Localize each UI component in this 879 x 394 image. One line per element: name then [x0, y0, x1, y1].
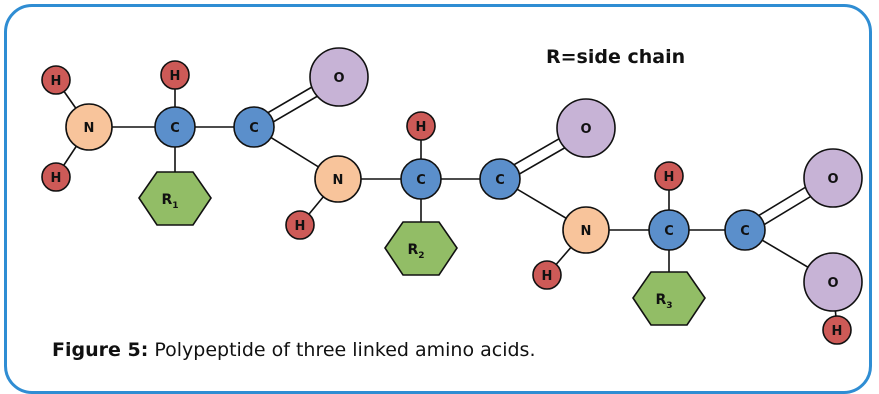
atom-c1: C: [154, 106, 196, 148]
side-chain-r1: R1: [138, 171, 212, 226]
atom-n3: N: [562, 206, 610, 254]
svg-text:O: O: [827, 172, 838, 187]
atom-o3: O: [803, 148, 863, 208]
svg-text:H: H: [832, 324, 843, 339]
svg-text:C: C: [664, 224, 674, 239]
atom-n1: N: [65, 103, 113, 151]
atom-o1: O: [309, 47, 369, 107]
hexagon-r1: [138, 171, 212, 226]
svg-text:C: C: [249, 121, 259, 136]
caption-label: Figure 5:: [52, 339, 149, 361]
side-chain-r3: R3: [632, 271, 706, 326]
side-chain-label-r1: R1: [161, 192, 178, 211]
atom-c3: C: [400, 158, 442, 200]
svg-text:N: N: [84, 121, 95, 136]
polypeptide-diagram: R1 R2 R3 H H N H C: [41, 47, 863, 345]
svg-text:H: H: [295, 219, 306, 234]
atom-h5: H: [406, 111, 436, 141]
atom-c4: C: [479, 158, 521, 200]
svg-text:O: O: [827, 276, 838, 291]
hexagon-r3: [632, 271, 706, 326]
side-chain-note: R=side chain: [546, 46, 686, 68]
svg-text:C: C: [495, 173, 505, 188]
svg-text:H: H: [664, 170, 675, 185]
atom-h4: H: [285, 210, 315, 240]
atoms: H H N H C C O N: [41, 47, 863, 345]
atom-o4: O: [803, 252, 863, 312]
svg-text:C: C: [170, 121, 180, 136]
svg-text:C: C: [416, 173, 426, 188]
side-chains: R1 R2 R3: [138, 171, 706, 326]
svg-text:H: H: [51, 171, 62, 186]
hexagon-r2: [384, 221, 458, 276]
svg-text:H: H: [416, 120, 427, 135]
caption-text: Polypeptide of three linked amino acids.: [154, 339, 536, 361]
atom-h1: H: [41, 65, 71, 95]
svg-text:O: O: [333, 71, 344, 86]
atom-c6: C: [724, 209, 766, 251]
atom-h6: H: [532, 260, 562, 290]
atom-c2: C: [233, 106, 275, 148]
atom-h3: H: [160, 60, 190, 90]
svg-text:H: H: [51, 74, 62, 89]
side-chain-label-r3: R3: [655, 292, 672, 311]
svg-text:H: H: [542, 269, 553, 284]
atom-h2: H: [41, 162, 71, 192]
svg-text:H: H: [170, 69, 181, 84]
svg-text:O: O: [580, 122, 591, 137]
side-chain-label-r2: R2: [407, 242, 424, 261]
figure-caption: Figure 5: Polypeptide of three linked am…: [52, 339, 536, 361]
svg-text:N: N: [333, 173, 344, 188]
atom-h8: H: [822, 315, 852, 345]
atom-n2: N: [314, 155, 362, 203]
svg-text:N: N: [581, 224, 592, 239]
atom-o2: O: [556, 98, 616, 158]
atom-c5: C: [648, 209, 690, 251]
svg-text:C: C: [740, 224, 750, 239]
atom-h7: H: [654, 161, 684, 191]
side-chain-r2: R2: [384, 221, 458, 276]
